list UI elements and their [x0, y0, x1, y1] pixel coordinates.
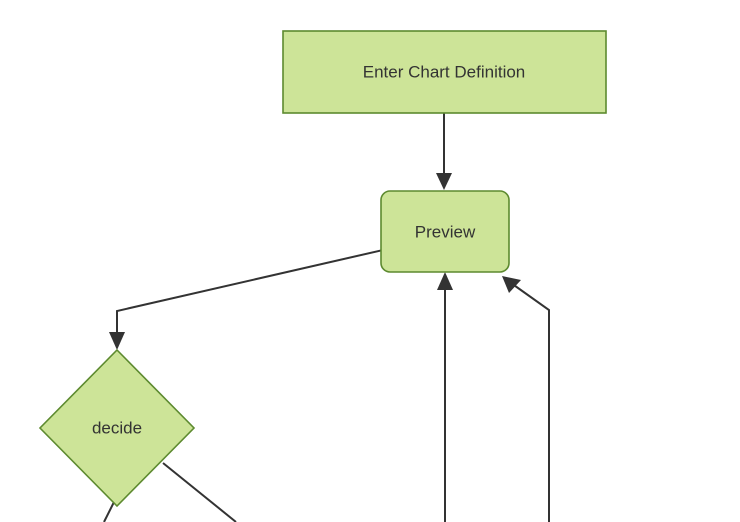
- edge-enter-to-preview[interactable]: [436, 113, 452, 190]
- edge-decide-bottom-right-line: [162, 462, 237, 522]
- edge-diagonal-to-preview-arrowhead: [502, 276, 521, 293]
- edge-decide-bottom-right[interactable]: [162, 462, 237, 522]
- edge-preview-to-decide[interactable]: [109, 249, 384, 350]
- edge-enter-to-preview-arrowhead: [436, 173, 452, 190]
- edge-diagonal-to-preview-line: [510, 282, 550, 522]
- node-decide[interactable]: decide: [38, 348, 196, 508]
- edge-decide-bottom-left[interactable]: [103, 501, 115, 522]
- node-enter-chart-definition-shape: [282, 30, 607, 114]
- node-decide-shape: [38, 348, 196, 508]
- node-preview-shape: [380, 190, 510, 273]
- node-preview[interactable]: Preview: [380, 190, 510, 273]
- edge-preview-to-decide-line: [116, 249, 384, 341]
- node-decide-label: decide: [92, 418, 142, 437]
- edge-layer: [103, 113, 550, 522]
- node-enter-chart-definition[interactable]: Enter Chart Definition: [282, 30, 607, 114]
- node-enter-chart-definition-label: Enter Chart Definition: [363, 62, 526, 81]
- edge-preview-to-decide-arrowhead: [109, 332, 125, 350]
- node-layer: Enter Chart Definition Preview decide: [38, 30, 607, 508]
- node-preview-label: Preview: [415, 222, 476, 241]
- edge-vertical-to-preview[interactable]: [437, 272, 453, 522]
- edge-decide-bottom-left-line: [103, 501, 115, 522]
- edge-diagonal-to-preview[interactable]: [502, 276, 550, 522]
- edge-vertical-to-preview-arrowhead: [437, 272, 453, 290]
